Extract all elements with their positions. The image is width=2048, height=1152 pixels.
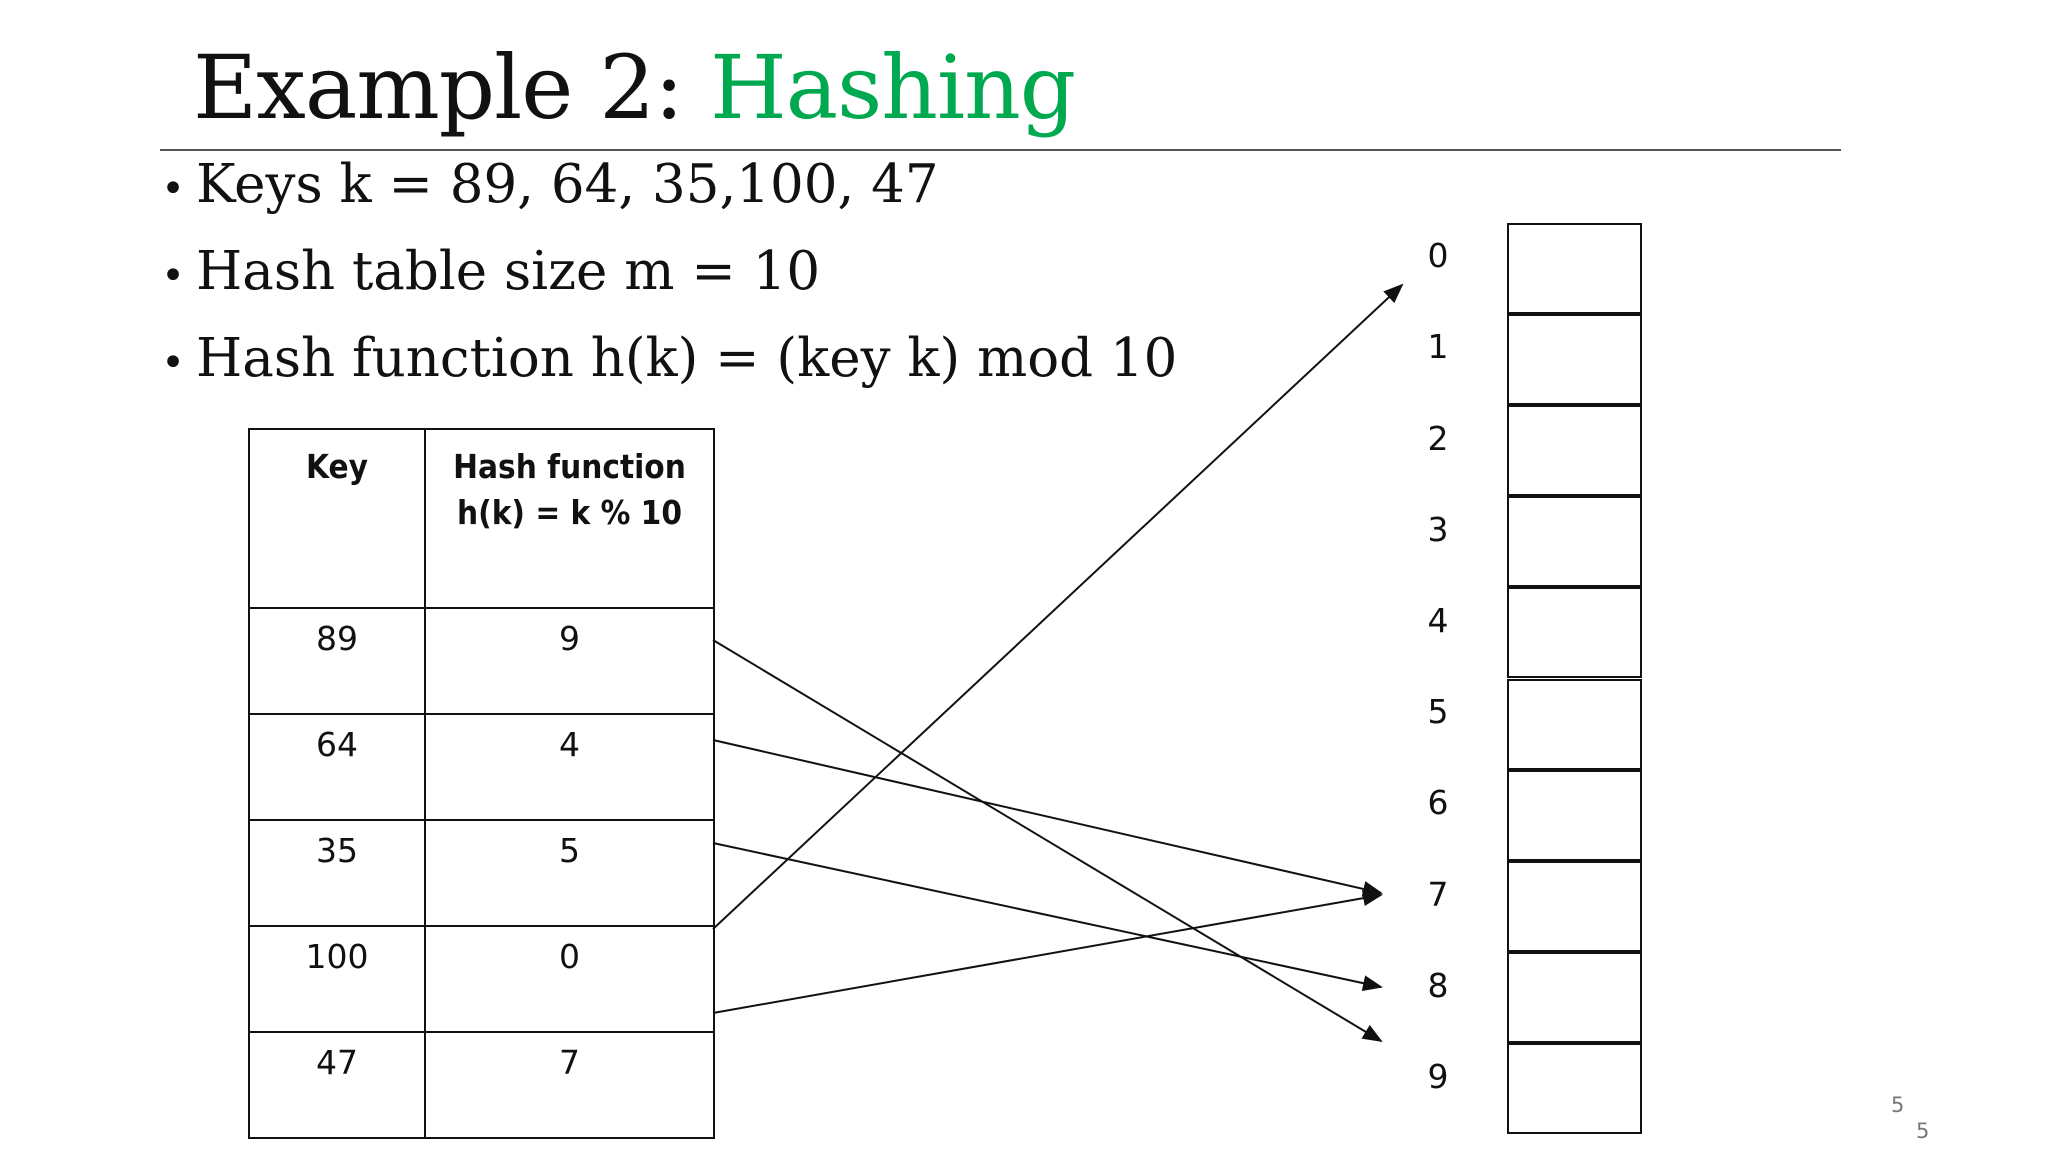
slot-index-6: 6 (1427, 783, 1449, 822)
table-row: 89 9 (248, 607, 715, 715)
header-hash-line2: h(k) = k % 10 (456, 493, 682, 532)
bullet-dot: • (161, 253, 185, 299)
arrow-100-to-0 (712, 283, 1404, 930)
table-row: 64 4 (248, 713, 715, 821)
title-prefix: Example 2 (193, 36, 655, 139)
title-accent: Hashing (709, 36, 1076, 139)
cell-key: 64 (248, 713, 426, 821)
slot-index-7: 7 (1427, 875, 1449, 914)
slot-index-5: 5 (1427, 692, 1449, 731)
cell-hash: 0 (424, 925, 715, 1033)
table-row: 47 7 (248, 1031, 715, 1139)
bullet-list: •Keys k = 89, 64, 35,100, 47 •Hash table… (150, 145, 1177, 406)
title-divider (160, 149, 1841, 151)
cell-hash: 7 (424, 1031, 715, 1139)
slot-index-2: 2 (1427, 419, 1449, 458)
table-row: 35 5 (248, 819, 715, 927)
page-number: 5 (1891, 1093, 1905, 1117)
bullet-keys-text: Keys k = 89, 64, 35,100, 47 (196, 154, 939, 215)
cell-key: 47 (248, 1031, 426, 1139)
cell-hash: 4 (424, 713, 715, 821)
hash-slot-2 (1507, 405, 1642, 496)
slot-index-0: 0 (1427, 236, 1449, 275)
slot-index-4: 4 (1427, 601, 1449, 640)
table-header-row: Key Hash function h(k) = k % 10 (248, 428, 715, 609)
header-key-label: Key (306, 447, 368, 486)
cell-key: 89 (248, 607, 426, 715)
bullet-dot: • (161, 340, 185, 386)
hash-slot-1 (1507, 314, 1642, 405)
bullet-hash-function-text: Hash function h(k) = (key k) mod 10 (196, 328, 1178, 389)
page-number-secondary: 5 (1916, 1119, 1930, 1143)
cell-key: 100 (248, 925, 426, 1033)
cell-key: 35 (248, 819, 426, 927)
arrow-89-to-9 (712, 639, 1383, 1043)
slot-index-3: 3 (1427, 510, 1449, 549)
slot-index-8: 8 (1427, 966, 1449, 1005)
hash-slot-6 (1507, 770, 1642, 861)
cell-hash: 5 (424, 819, 715, 927)
hash-slot-8 (1507, 952, 1642, 1043)
header-hash-function: Hash function h(k) = k % 10 (424, 428, 715, 609)
bullet-keys: •Keys k = 89, 64, 35,100, 47 (150, 145, 1177, 232)
hash-slot-4 (1507, 587, 1642, 678)
bullet-hash-function: •Hash function h(k) = (key k) mod 10 (150, 319, 1177, 406)
arrow-47-to-7 (712, 890, 1383, 1014)
table-row: 100 0 (248, 925, 715, 1033)
bullet-dot: • (161, 166, 185, 212)
key-hash-table: Key Hash function h(k) = k % 10 89 9 64 4… (248, 428, 715, 1139)
bullet-table-size: •Hash table size m = 10 (150, 232, 1177, 319)
arrow-35-to-5 (712, 842, 1383, 992)
hash-slot-5 (1507, 679, 1642, 770)
header-hash-line1: Hash function (453, 447, 686, 486)
cell-hash: 9 (424, 607, 715, 715)
hash-slot-9 (1507, 1043, 1642, 1134)
title-colon: : (654, 36, 684, 139)
slot-index-1: 1 (1427, 327, 1449, 366)
bullet-table-size-text: Hash table size m = 10 (196, 241, 821, 302)
slot-index-9: 9 (1427, 1057, 1449, 1096)
hash-slot-7 (1507, 861, 1642, 952)
hash-slot-0 (1507, 223, 1642, 314)
hash-slot-3 (1507, 496, 1642, 587)
arrow-64-to-4 (712, 739, 1383, 897)
slide-title: Example 2: Hashing (193, 28, 1076, 148)
header-key: Key (248, 428, 426, 609)
